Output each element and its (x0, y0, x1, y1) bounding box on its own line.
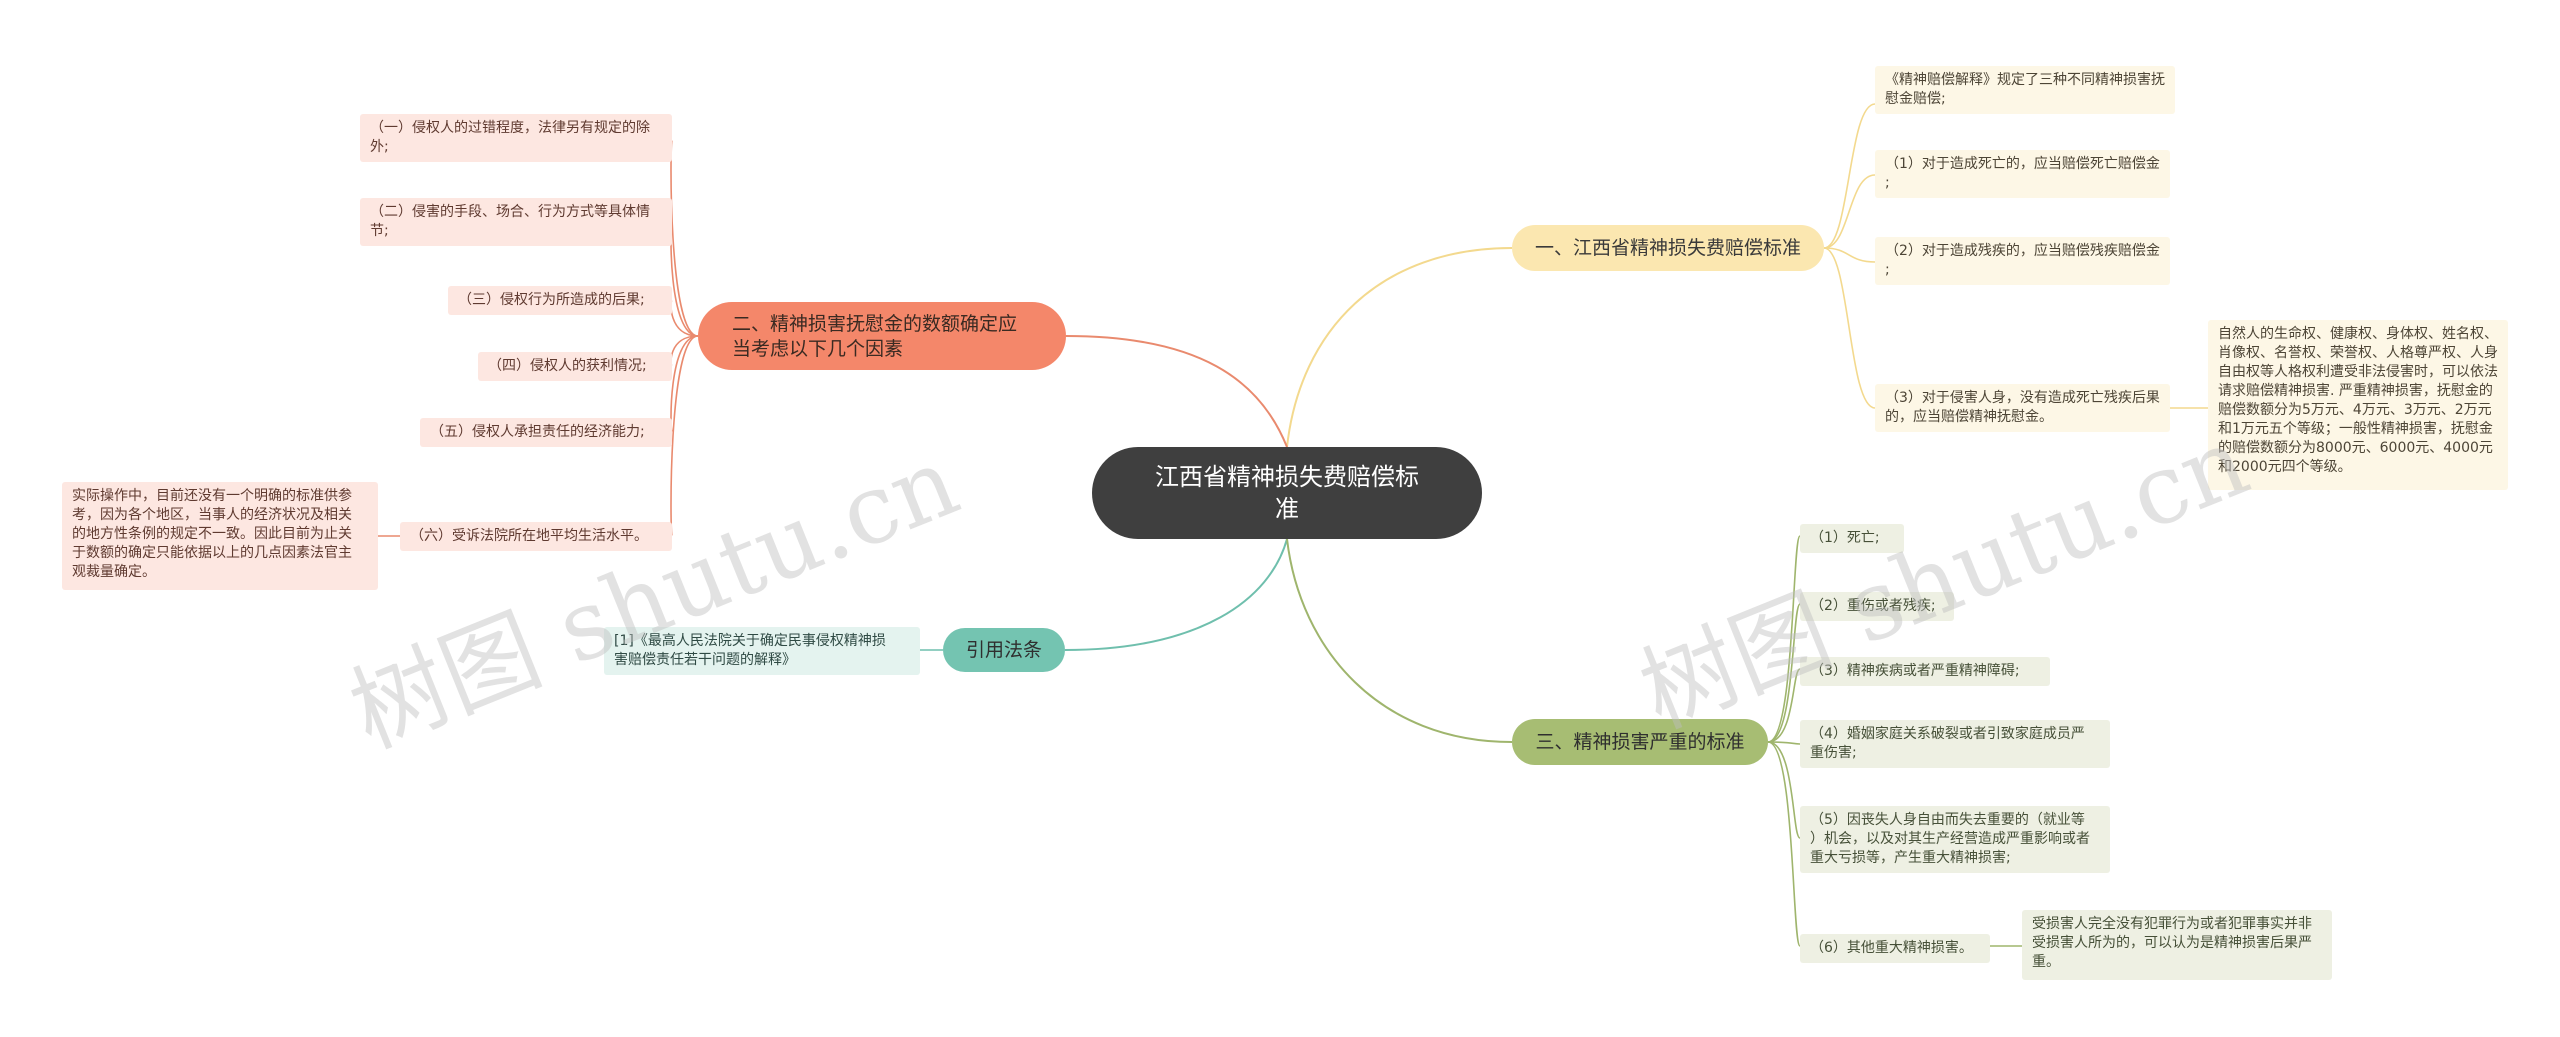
leaf-item[interactable]: （四）侵权人的获利情况; (478, 352, 672, 381)
leaf-text: （二）侵害的手段、场合、行为方式等具体情 节; (370, 204, 650, 239)
branch-cited-laws[interactable]: 引用法条 (943, 628, 1065, 672)
leaf-text: （2）对于造成残疾的，应当赔偿残疾赔偿金 ; (1885, 243, 2160, 278)
edge-root-b4 (1286, 538, 1513, 743)
leaf-text: （五）侵权人承担责任的经济能力; (430, 424, 645, 440)
leaf-text: （一）侵权人的过错程度，法律另有规定的除 外; (370, 120, 650, 155)
leaf-item[interactable]: [1]《最高人民法院关于确定民事侵权精神损 害赔偿责任若干问题的解释》 (604, 627, 920, 675)
branch-label: 三、精神损害严重的标准 (1535, 731, 1745, 753)
leaf-text: （三）侵权行为所造成的后果; (458, 292, 645, 308)
leaf-item[interactable]: （2）重伤或者残疾; (1800, 592, 1954, 621)
leaf-text: [1]《最高人民法院关于确定民事侵权精神损 害赔偿责任若干问题的解释》 (614, 633, 886, 668)
leaf-sub-note[interactable]: 实际操作中，目前还没有一个明确的标准供参 考，因为各个地区，当事人的经济状况及相… (62, 482, 378, 590)
leaf-text: （四）侵权人的获利情况; (488, 358, 647, 374)
leaf-text: 实际操作中，目前还没有一个明确的标准供参 考，因为各个地区，当事人的经济状况及相… (72, 488, 352, 580)
leaf-item[interactable]: （六）受诉法院所在地平均生活水平。 (400, 522, 672, 551)
leaf-item[interactable]: （二）侵害的手段、场合、行为方式等具体情 节; (360, 198, 672, 246)
leaf-item[interactable]: （6）其他重大精神损害。 (1800, 934, 1990, 963)
branch-label: 一、江西省精神损失费赔偿标准 (1534, 237, 1801, 259)
leaf-text: （六）受诉法院所在地平均生活水平。 (410, 528, 648, 544)
branch-consideration-factors[interactable]: 二、精神损害抚慰金的数额确定应 当考虑以下几个因素 (698, 302, 1066, 370)
leaf-item[interactable]: （五）侵权人承担责任的经济能力; (420, 418, 672, 447)
root-topic-label: 江西省精神损失费赔偿标 准 (1155, 463, 1419, 523)
leaf-sub-note[interactable]: 自然人的生命权、健康权、身体权、姓名权、 肖像权、名誉权、荣誉权、人格尊严权、人… (2208, 320, 2508, 490)
branch-compensation-standard[interactable]: 一、江西省精神损失费赔偿标准 (1512, 225, 1824, 271)
leaf-text: （5）因丧失人身自由而失去重要的（就业等 ）机会，以及对其生产经营造成严重影响或… (1810, 812, 2090, 866)
leaf-text: （4）婚姻家庭关系破裂或者引致家庭成员严 重伤害; (1810, 726, 2085, 761)
branch-severity-criteria[interactable]: 三、精神损害严重的标准 (1512, 719, 1768, 765)
leaf-item[interactable]: 《精神赔偿解释》规定了三种不同精神损害抚 慰金赔偿; (1875, 66, 2175, 114)
leaf-item[interactable]: （1）死亡; (1800, 524, 1904, 553)
branch-label: 二、精神损害抚慰金的数额确定应 当考虑以下几个因素 (732, 313, 1018, 360)
leaf-item[interactable]: （3）精神疾病或者严重精神障碍; (1800, 657, 2050, 686)
leaf-text: 受损害人完全没有犯罪行为或者犯罪事实并非 受损害人所为的，可以认为是精神损害后果… (2032, 916, 2312, 970)
leaf-item[interactable]: （3）对于侵害人身，没有造成死亡残疾后果 的，应当赔偿精神抚慰金。 (1875, 384, 2170, 432)
leaf-item[interactable]: （2）对于造成残疾的，应当赔偿残疾赔偿金 ; (1875, 237, 2170, 285)
leaf-text: 自然人的生命权、健康权、身体权、姓名权、 肖像权、名誉权、荣誉权、人格尊严权、人… (2218, 326, 2498, 475)
edge-root-b2 (1065, 335, 1288, 448)
leaf-text: （3）对于侵害人身，没有造成死亡残疾后果 的，应当赔偿精神抚慰金。 (1885, 390, 2160, 425)
leaf-item[interactable]: （三）侵权行为所造成的后果; (448, 286, 672, 315)
edge-root-b1 (1286, 247, 1513, 448)
leaf-text: 《精神赔偿解释》规定了三种不同精神损害抚 慰金赔偿; (1885, 72, 2165, 107)
root-topic[interactable]: 江西省精神损失费赔偿标 准 (1092, 447, 1482, 539)
leaf-text: （3）精神疾病或者严重精神障碍; (1810, 663, 2020, 679)
leaf-text: （1）死亡; (1810, 530, 1880, 546)
leaf-item[interactable]: （1）对于造成死亡的，应当赔偿死亡赔偿金 ; (1875, 150, 2170, 198)
leaf-item[interactable]: （4）婚姻家庭关系破裂或者引致家庭成员严 重伤害; (1800, 720, 2110, 768)
leaf-text: （6）其他重大精神损害。 (1810, 940, 1973, 956)
leaf-item[interactable]: （5）因丧失人身自由而失去重要的（就业等 ）机会，以及对其生产经营造成严重影响或… (1800, 806, 2110, 873)
leaf-sub-note[interactable]: 受损害人完全没有犯罪行为或者犯罪事实并非 受损害人所为的，可以认为是精神损害后果… (2022, 910, 2332, 980)
leaf-item[interactable]: （一）侵权人的过错程度，法律另有规定的除 外; (360, 114, 672, 162)
edge-root-b3 (1064, 538, 1288, 651)
branch-label: 引用法条 (965, 639, 1042, 661)
leaf-text: （1）对于造成死亡的，应当赔偿死亡赔偿金 ; (1885, 156, 2160, 191)
leaf-text: （2）重伤或者残疾; (1810, 598, 1936, 614)
